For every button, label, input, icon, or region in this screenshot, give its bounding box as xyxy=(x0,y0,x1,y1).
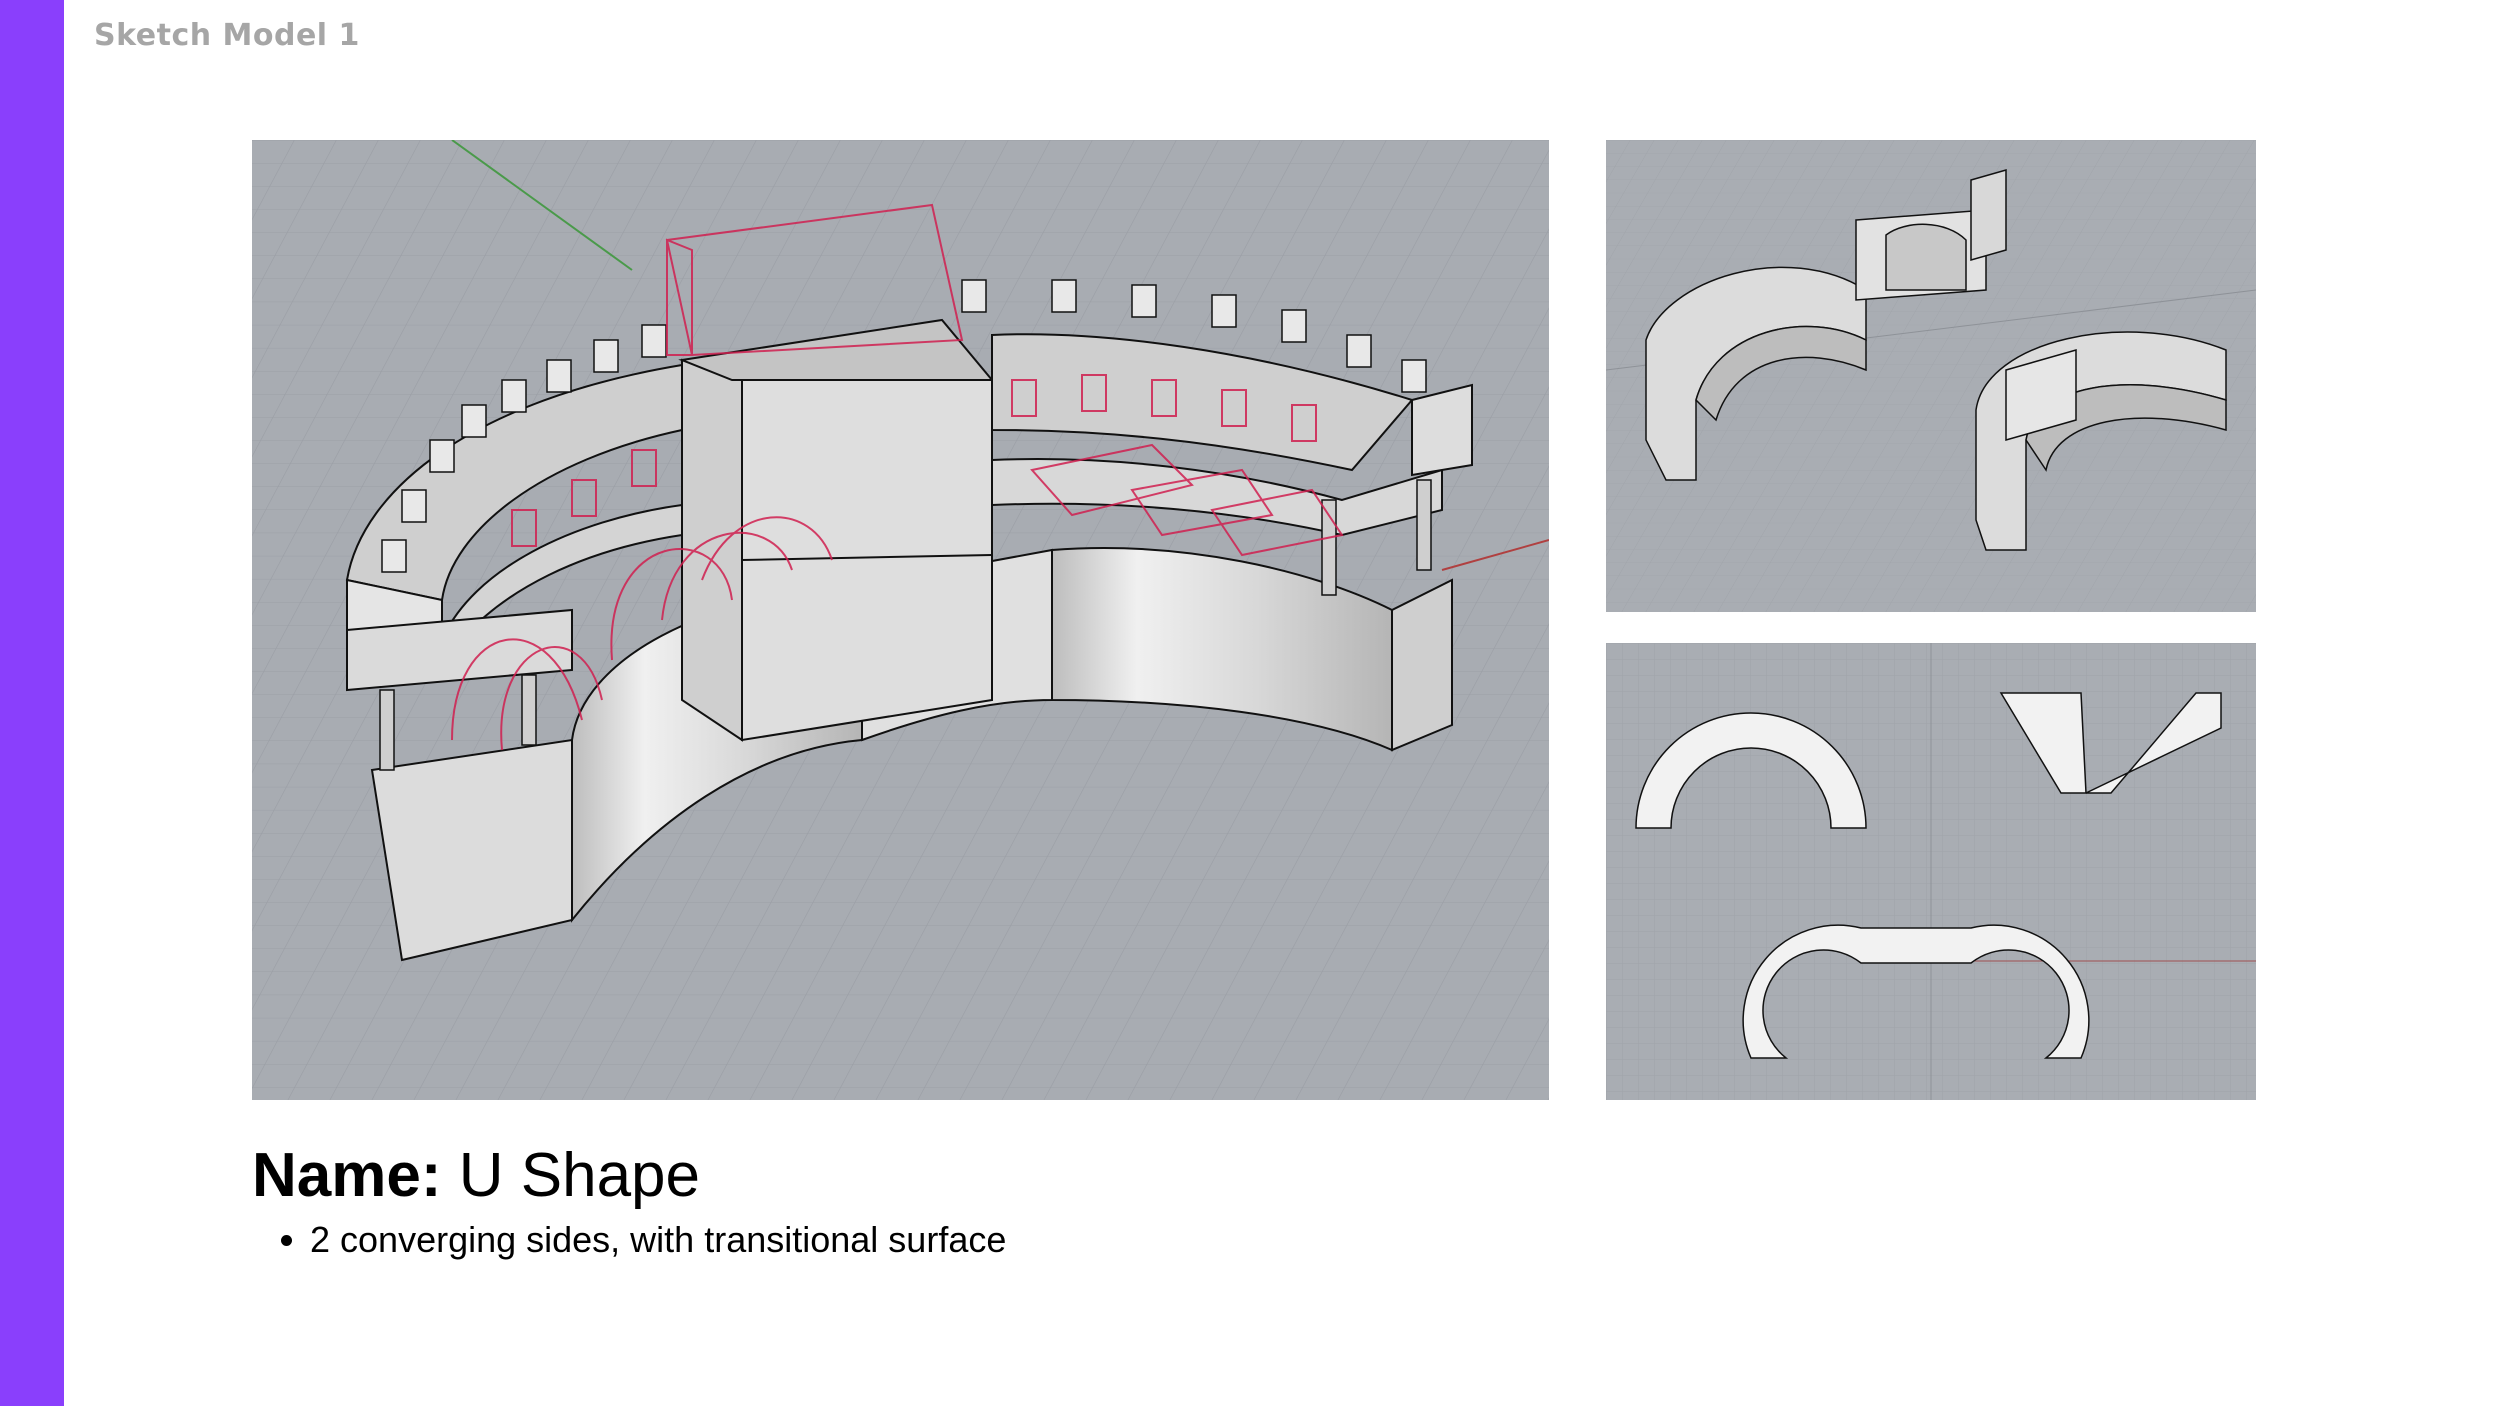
top-plan-viewport[interactable] xyxy=(1606,643,2256,1100)
main-perspective-viewport[interactable] xyxy=(252,140,1549,1100)
accent-bar xyxy=(0,0,64,1406)
list-item: 2 converging sides, with transitional su… xyxy=(310,1217,1006,1264)
model-name: Name: U Shape xyxy=(252,1140,1006,1211)
three-models-plan xyxy=(1606,643,2256,1100)
name-value: U Shape xyxy=(441,1141,701,1210)
description-list: 2 converging sides, with transitional su… xyxy=(252,1217,1006,1264)
u-shape-3d-render xyxy=(252,140,1549,1100)
three-models-perspective xyxy=(1606,140,2256,612)
name-label: Name: xyxy=(252,1141,442,1210)
slide-title: Sketch Model 1 xyxy=(94,18,360,53)
perspective-viewport[interactable] xyxy=(1606,140,2256,612)
caption: Name: U Shape 2 converging sides, with t… xyxy=(252,1140,1006,1264)
